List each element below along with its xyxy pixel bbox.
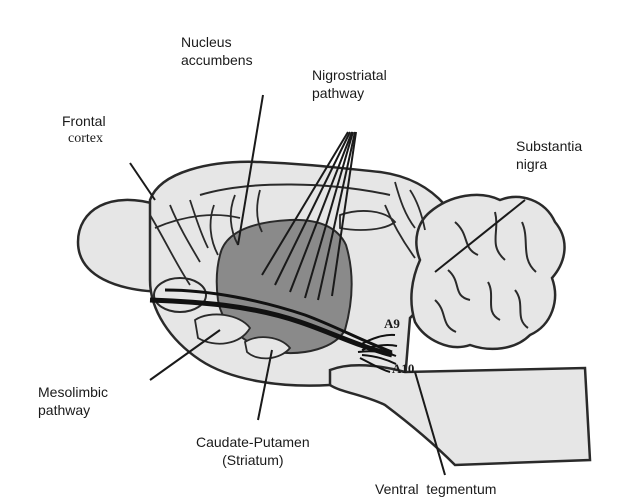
- label-substantia-nigra-line2: nigra: [516, 156, 548, 172]
- label-frontal-cortex-line2: cortex: [68, 131, 103, 146]
- corpus-callosum: [199, 183, 391, 196]
- label-nucleus-accumbens-line1: Nucleus: [181, 34, 232, 50]
- nigrostriatal-fibers: [261, 131, 357, 301]
- hippocampus-curve: [339, 210, 397, 231]
- brainstem-outline: [328, 363, 592, 467]
- label-caudate-putamen: Caudate-Putamen (Striatum): [196, 433, 310, 469]
- label-nucleus-accumbens: Nucleus accumbens: [181, 33, 253, 69]
- label-mesolimbic-line1: Mesolimbic: [38, 384, 109, 400]
- label-a9: A9: [384, 316, 400, 331]
- mesolimbic-pathway: [149, 297, 393, 358]
- label-nigrostriatal-line2: pathway: [312, 85, 365, 101]
- septal-nucleus: [153, 277, 207, 313]
- cortical-fibers: [149, 181, 426, 286]
- label-caudate-putamen-line2: (Striatum): [222, 452, 284, 468]
- label-nucleus-accumbens-line2: accumbens: [181, 52, 253, 68]
- label-nigrostriatal-line1: Nigrostriatal: [312, 67, 387, 83]
- label-nigrostriatal-pathway: Nigrostriatal pathway: [312, 66, 387, 102]
- cerebellum-folia: [434, 211, 537, 333]
- thalamic-lobe: [194, 313, 252, 345]
- hypothalamic-lobe: [243, 336, 292, 360]
- label-substantia-nigra-line1: Substantia: [516, 138, 583, 154]
- label-frontal-cortex-line1: Frontal: [62, 113, 106, 129]
- mesolimbic-pathway-2: [164, 288, 393, 354]
- leader-lines: [129, 94, 526, 476]
- label-mesolimbic-pathway: Mesolimbic pathway: [38, 383, 108, 419]
- cerebellum-outline: [410, 193, 566, 351]
- vta-fiber-tuft: [357, 333, 398, 373]
- label-a10: A10: [392, 361, 415, 376]
- cortex-curve: [154, 214, 241, 229]
- label-mesolimbic-line2: pathway: [38, 402, 91, 418]
- label-substantia-nigra: Substantia nigra: [516, 137, 582, 173]
- label-frontal-cortex: Frontal cortex: [62, 112, 106, 148]
- label-caudate-putamen-line1: Caudate-Putamen: [196, 434, 310, 450]
- label-ventral-tegmentum: Ventral tegmentum: [375, 481, 497, 497]
